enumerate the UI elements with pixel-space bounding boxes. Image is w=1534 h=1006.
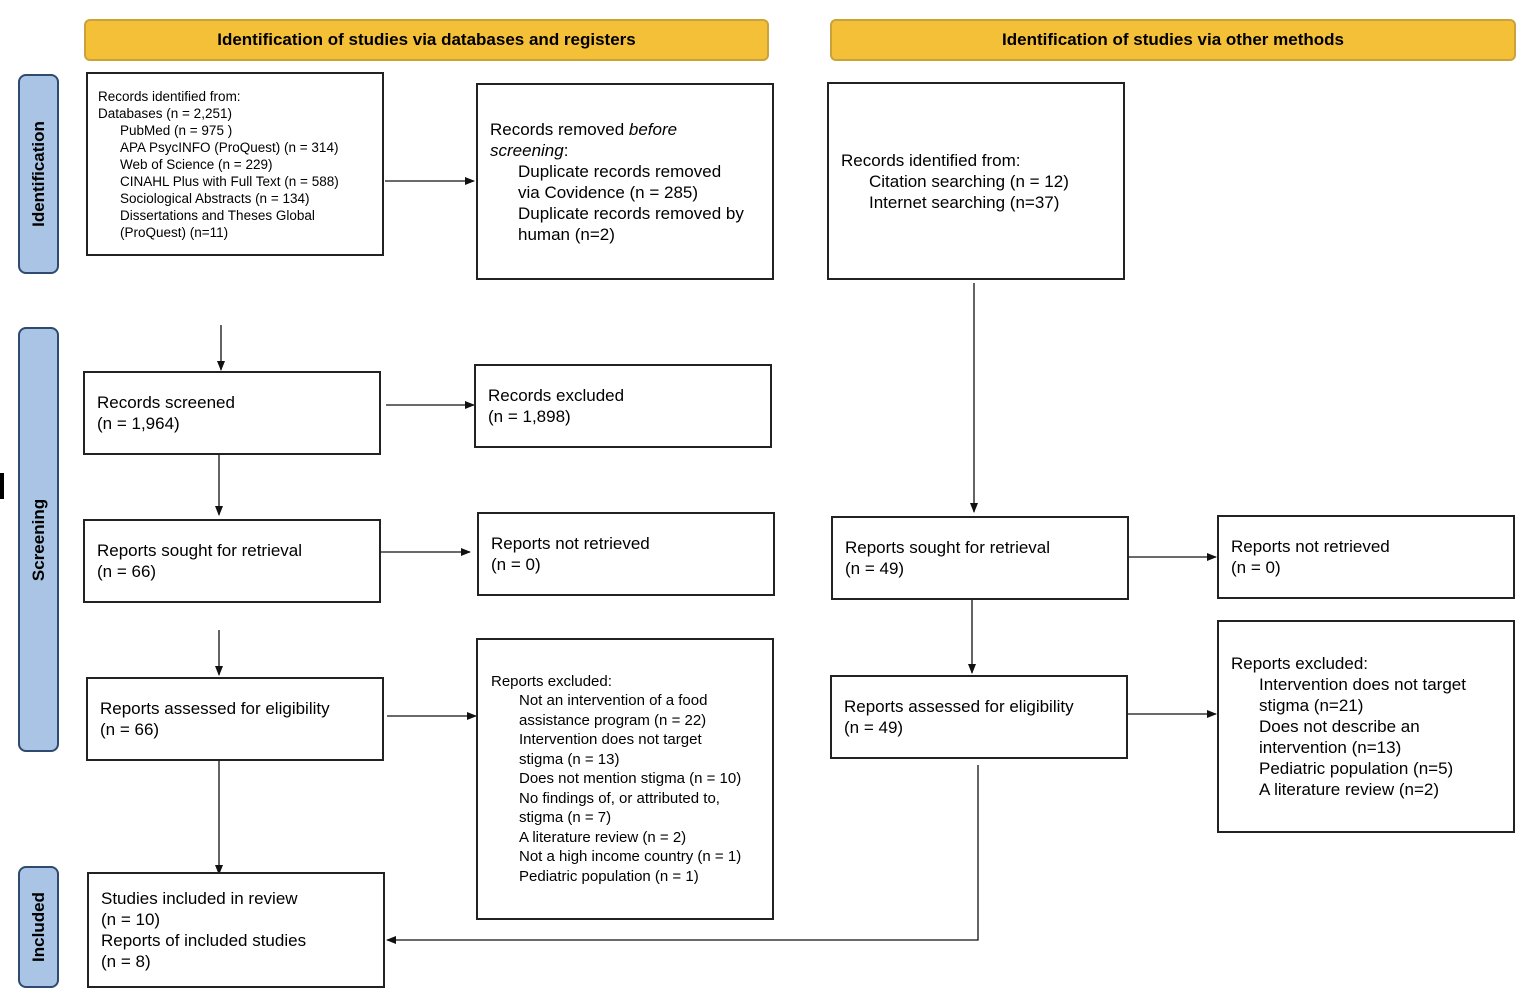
db-excluded-reason: Not an intervention of a food bbox=[519, 692, 708, 710]
db-excluded-reason: assistance program (n = 22) bbox=[519, 711, 707, 729]
db-reports-sought-count: (n = 66) bbox=[97, 562, 157, 581]
header-other-methods: Identification of studies via other meth… bbox=[830, 19, 1516, 61]
other-reports-sought-count: (n = 49) bbox=[845, 559, 905, 578]
db-removed-line: Duplicate records removed bbox=[518, 161, 722, 181]
db-excluded-reason: Not a high income country (n = 1) bbox=[519, 848, 742, 866]
db-records-removed-box: Records removed before screening: Duplic… bbox=[476, 83, 774, 280]
db-reports-excluded-box: Reports excluded: Not an intervention of… bbox=[476, 638, 774, 920]
db-records-excluded-label: Records excluded bbox=[488, 386, 625, 405]
other-reports-assessed-count: (n = 49) bbox=[844, 718, 904, 737]
other-source-internet: Internet searching (n=37) bbox=[869, 192, 1060, 212]
db-excluded-reason: A literature review (n = 2) bbox=[519, 828, 687, 846]
other-source-citation: Citation searching (n = 12) bbox=[869, 171, 1069, 191]
studies-included-label: Studies included in review bbox=[101, 889, 298, 908]
db-excluded-reason: Intervention does not target bbox=[519, 731, 702, 749]
db-reports-sought-box: Reports sought for retrieval (n = 66) bbox=[83, 519, 381, 603]
db-reports-assessed-box: Reports assessed for eligibility (n = 66… bbox=[86, 677, 384, 761]
db-excluded-reason: Pediatric population (n = 1) bbox=[519, 867, 699, 885]
other-reports-not-retrieved-label: Reports not retrieved bbox=[1231, 537, 1390, 556]
db-records-screened-box: Records screened (n = 1,964) bbox=[83, 371, 381, 455]
db-records-removed-title-cont: screening: bbox=[490, 140, 569, 160]
db-reports-assessed-count: (n = 66) bbox=[100, 720, 160, 739]
db-removed-line: human (n=2) bbox=[518, 224, 615, 244]
other-records-identified-box: Records identified from: Citation search… bbox=[827, 82, 1125, 280]
db-reports-assessed-label: Reports assessed for eligibility bbox=[100, 699, 330, 718]
other-reports-excluded-box: Reports excluded: Intervention does not … bbox=[1217, 620, 1515, 833]
db-records-screened-label: Records screened bbox=[97, 393, 235, 412]
db-databases-count: Databases (n = 2,251) bbox=[98, 105, 232, 121]
db-records-identified-box: Records identified from: Databases (n = … bbox=[86, 72, 384, 256]
db-source-sociological: Sociological Abstracts (n = 134) bbox=[120, 190, 310, 206]
other-excluded-reason: stigma (n=21) bbox=[1259, 696, 1364, 715]
db-excluded-reason: Does not mention stigma (n = 10) bbox=[519, 770, 742, 788]
db-records-excluded-box: Records excluded (n = 1,898) bbox=[474, 364, 772, 448]
db-excluded-reason: No findings of, or attributed to, bbox=[519, 789, 720, 807]
db-reports-not-retrieved-label: Reports not retrieved bbox=[491, 534, 650, 553]
db-source-wos: Web of Science (n = 229) bbox=[120, 156, 273, 172]
other-reports-sought-box: Reports sought for retrieval (n = 49) bbox=[831, 516, 1129, 600]
db-source-pubmed: PubMed (n = 975 ) bbox=[120, 122, 233, 138]
edge-mark bbox=[0, 473, 4, 499]
other-excluded-reason: Does not describe an bbox=[1259, 717, 1420, 736]
db-reports-not-retrieved-box: Reports not retrieved (n = 0) bbox=[477, 512, 775, 596]
db-reports-not-retrieved-count: (n = 0) bbox=[491, 555, 541, 574]
phase-included: Included bbox=[18, 866, 59, 988]
reports-included-label: Reports of included studies bbox=[101, 931, 307, 950]
header-databases: Identification of studies via databases … bbox=[84, 19, 769, 61]
other-reports-assessed-box: Reports assessed for eligibility (n = 49… bbox=[830, 675, 1128, 759]
db-excluded-reason: stigma (n = 13) bbox=[519, 750, 620, 768]
db-records-screened-count: (n = 1,964) bbox=[97, 414, 180, 433]
db-source-psycinfo: APA PsycINFO (ProQuest) (n = 314) bbox=[120, 139, 339, 155]
db-records-removed-title: Records removed before bbox=[490, 119, 678, 139]
db-source-cinahl: CINAHL Plus with Full Text (n = 588) bbox=[120, 173, 339, 189]
db-removed-line: via Covidence (n = 285) bbox=[518, 182, 699, 202]
other-excluded-reason: A literature review (n=2) bbox=[1259, 780, 1439, 799]
arrow-other-assessed-to-included bbox=[386, 765, 979, 944]
other-excluded-reason: Intervention does not target bbox=[1259, 675, 1466, 694]
db-source-dissertations: Dissertations and Theses Global bbox=[120, 207, 315, 223]
db-excluded-reason: stigma (n = 7) bbox=[519, 809, 612, 827]
other-reports-not-retrieved-count: (n = 0) bbox=[1231, 558, 1281, 577]
db-records-excluded-count: (n = 1,898) bbox=[488, 407, 571, 426]
other-reports-sought-label: Reports sought for retrieval bbox=[845, 538, 1051, 557]
studies-included-count: (n = 10) bbox=[101, 910, 161, 929]
other-reports-assessed-label: Reports assessed for eligibility bbox=[844, 697, 1074, 716]
included-box: Studies included in review (n = 10) Repo… bbox=[87, 872, 385, 988]
other-reports-not-retrieved-box: Reports not retrieved (n = 0) bbox=[1217, 515, 1515, 599]
db-records-identified-title: Records identified from: bbox=[98, 88, 241, 104]
other-reports-excluded-title: Reports excluded: bbox=[1231, 654, 1369, 673]
phase-screening: Screening bbox=[18, 327, 59, 752]
db-source-dissertations-cont: (ProQuest) (n=11) bbox=[120, 224, 229, 240]
db-reports-sought-label: Reports sought for retrieval bbox=[97, 541, 303, 560]
other-excluded-reason: intervention (n=13) bbox=[1259, 738, 1402, 757]
phase-identification: Identification bbox=[18, 74, 59, 274]
other-records-identified-title: Records identified from: bbox=[841, 150, 1021, 170]
db-reports-excluded-title: Reports excluded: bbox=[491, 672, 612, 690]
reports-included-count: (n = 8) bbox=[101, 952, 151, 971]
db-removed-line: Duplicate records removed by bbox=[518, 203, 744, 223]
other-excluded-reason: Pediatric population (n=5) bbox=[1259, 759, 1454, 778]
